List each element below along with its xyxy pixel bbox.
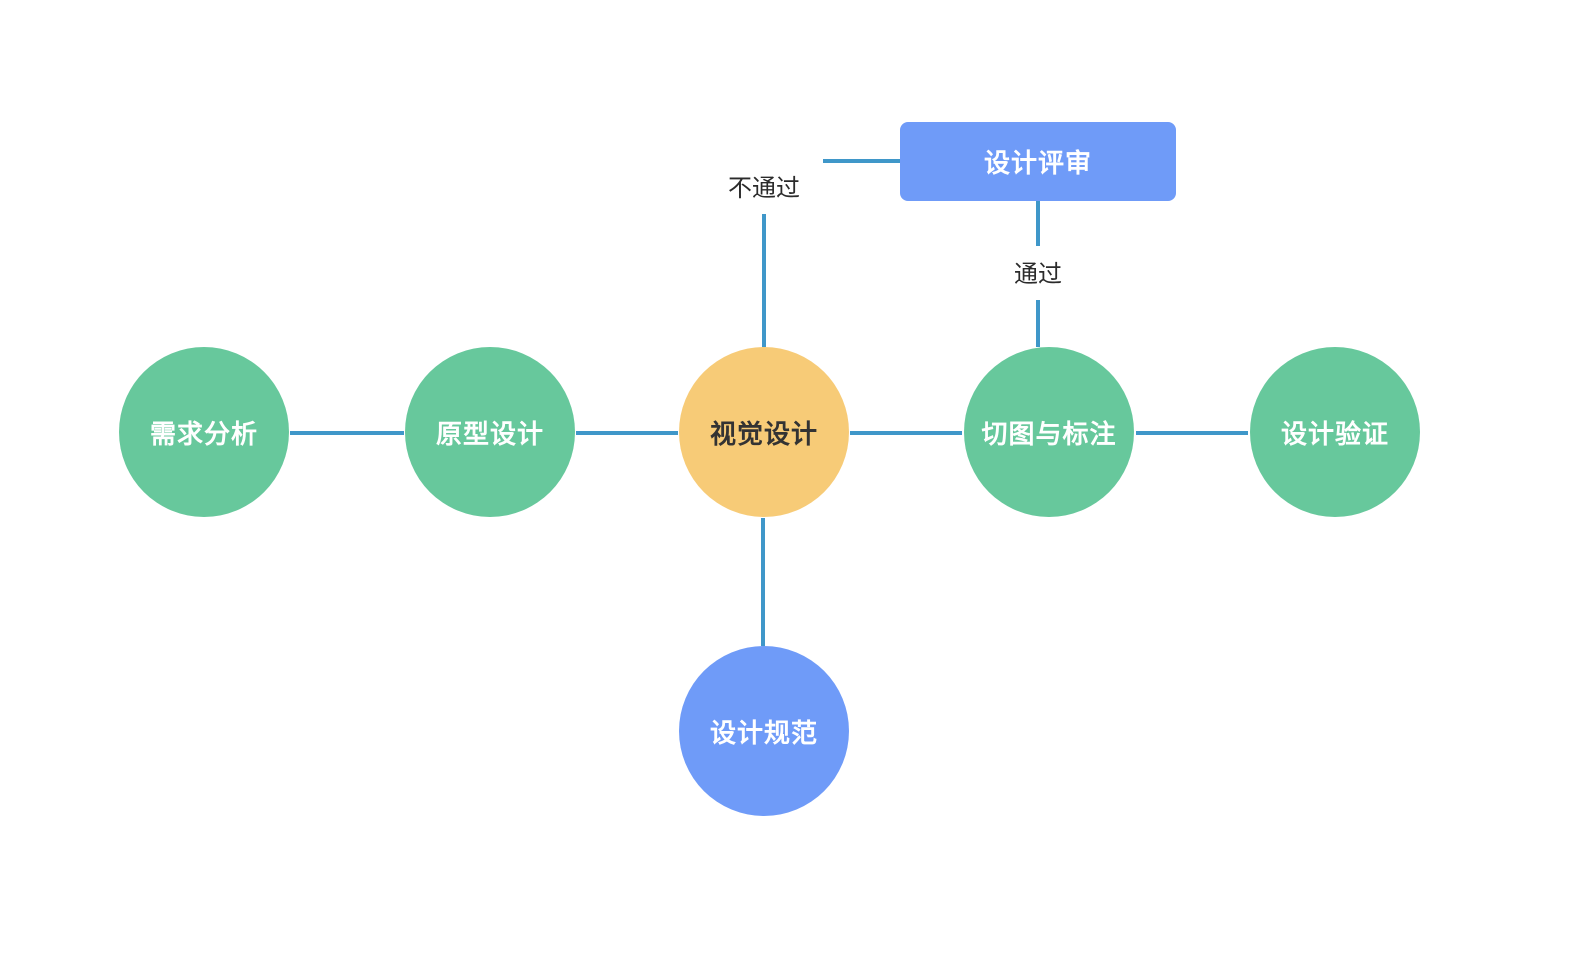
connector-visual-to-spec	[761, 518, 765, 646]
connector-visual-to-slicing	[850, 431, 962, 435]
connector-requirement-to-prototype	[290, 431, 404, 435]
connector-prototype-to-visual	[576, 431, 678, 435]
node-slicing-annotation: 切图与标注	[964, 347, 1134, 517]
connector-fail-horizontal	[823, 159, 901, 163]
node-design-review: 设计评审	[900, 122, 1176, 201]
connector-pass-upper	[1036, 201, 1040, 246]
edge-label-pass: 通过	[988, 259, 1088, 289]
node-design-spec: 设计规范	[679, 646, 849, 816]
edge-label-fail: 不通过	[714, 173, 814, 203]
node-visual-design: 视觉设计	[679, 347, 849, 517]
connector-slicing-to-verification	[1136, 431, 1248, 435]
connector-pass-lower	[1036, 300, 1040, 347]
node-design-verification: 设计验证	[1250, 347, 1420, 517]
node-requirement-analysis: 需求分析	[119, 347, 289, 517]
connector-fail-vertical	[762, 214, 766, 347]
node-prototype-design: 原型设计	[405, 347, 575, 517]
